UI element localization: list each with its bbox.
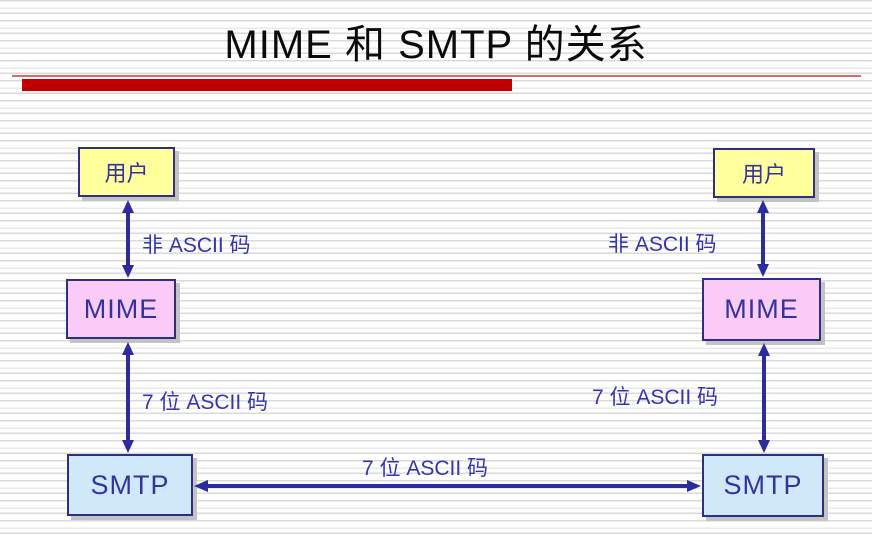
right-user-box-label: 用户 <box>741 162 786 187</box>
left-smtp-box-label: SMTP <box>90 469 170 500</box>
slide-title: MIME 和 SMTP 的关系 <box>224 23 648 67</box>
right-smtp-box: SMTP <box>702 454 824 517</box>
left-mime-box: MIME <box>66 279 176 339</box>
left-mime-smtp-link-label: 7 位 ASCII 码 <box>142 391 269 414</box>
smtp-smtp-link-label: 7 位 ASCII 码 <box>361 457 489 480</box>
right-mime-box: MIME <box>702 278 821 341</box>
title-underline-thin <box>12 75 861 77</box>
left-user-box-label: 用户 <box>104 161 149 186</box>
title-underline-thick <box>22 79 512 91</box>
left-mime-box-label: MIME <box>83 293 159 324</box>
right-user-box: 用户 <box>713 148 815 198</box>
right-mime-box-label: MIME <box>724 294 799 324</box>
left-user-mime-link-label: 非 ASCII 码 <box>142 234 251 257</box>
right-user-mime-link-label: 非 ASCII 码 <box>608 233 717 256</box>
right-mime-smtp-link-label: 7 位 ASCII 码 <box>592 386 719 409</box>
left-mime-smtp-arrow <box>122 342 134 453</box>
left-user-mime-arrow <box>122 200 134 278</box>
left-smtp-box: SMTP <box>67 454 193 516</box>
right-smtp-box-label: SMTP <box>723 470 803 500</box>
right-user-mime-arrow <box>757 200 769 277</box>
left-user-box: 用户 <box>78 147 175 197</box>
right-mime-smtp-arrow <box>758 343 770 453</box>
